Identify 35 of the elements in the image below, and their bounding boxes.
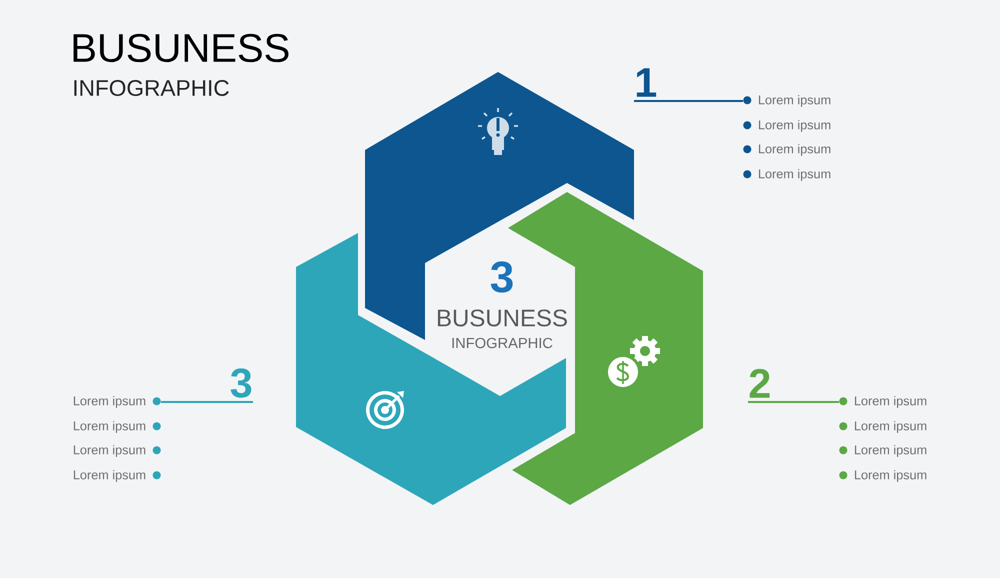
list-item: Lorem ipsum (743, 144, 830, 156)
list-item: Lorem ipsum (74, 445, 161, 457)
node-label: Lorem ipsum (74, 421, 146, 433)
leader-line (634, 100, 743, 102)
leader-line (748, 401, 839, 403)
step-number: 2 (750, 368, 770, 398)
node-label: Lorem ipsum (854, 421, 926, 433)
center-subtitle: INFOGRAPHIC (452, 338, 552, 348)
node-label: Lorem ipsum (854, 396, 926, 408)
list-item: Lorem ipsum (74, 396, 161, 408)
node-label: Lorem ipsum (758, 120, 830, 132)
leader-line (161, 401, 253, 403)
list-item: Lorem ipsum (839, 396, 926, 408)
title-text: BUSUNESS (74, 34, 288, 62)
list-item: Lorem ipsum (839, 445, 926, 457)
node-label: Lorem ipsum (74, 470, 146, 482)
list-item: Lorem ipsum (839, 421, 926, 433)
step-number: 1 (636, 68, 656, 97)
node-label: Lorem ipsum (758, 95, 830, 107)
node-label: Lorem ipsum (74, 445, 146, 457)
node-label: Lorem ipsum (758, 144, 830, 156)
list-item: Lorem ipsum (743, 95, 830, 107)
node-label: Lorem ipsum (854, 445, 926, 457)
list-item: Lorem ipsum (74, 421, 161, 433)
center-title: BUSUNESS (438, 309, 567, 326)
subtitle-text: INFOGRAPHIC (74, 80, 229, 96)
node-label: Lorem ipsum (758, 169, 830, 181)
list-item: Lorem ipsum (743, 120, 830, 132)
node-label: Lorem ipsum (74, 396, 146, 408)
step-number: 3 (230, 368, 252, 398)
list-item: Lorem ipsum (839, 470, 926, 482)
list-item: Lorem ipsum (74, 470, 161, 482)
list-item: Lorem ipsum (743, 169, 830, 181)
node-label: Lorem ipsum (854, 470, 926, 482)
center-number: 3 (490, 261, 513, 293)
